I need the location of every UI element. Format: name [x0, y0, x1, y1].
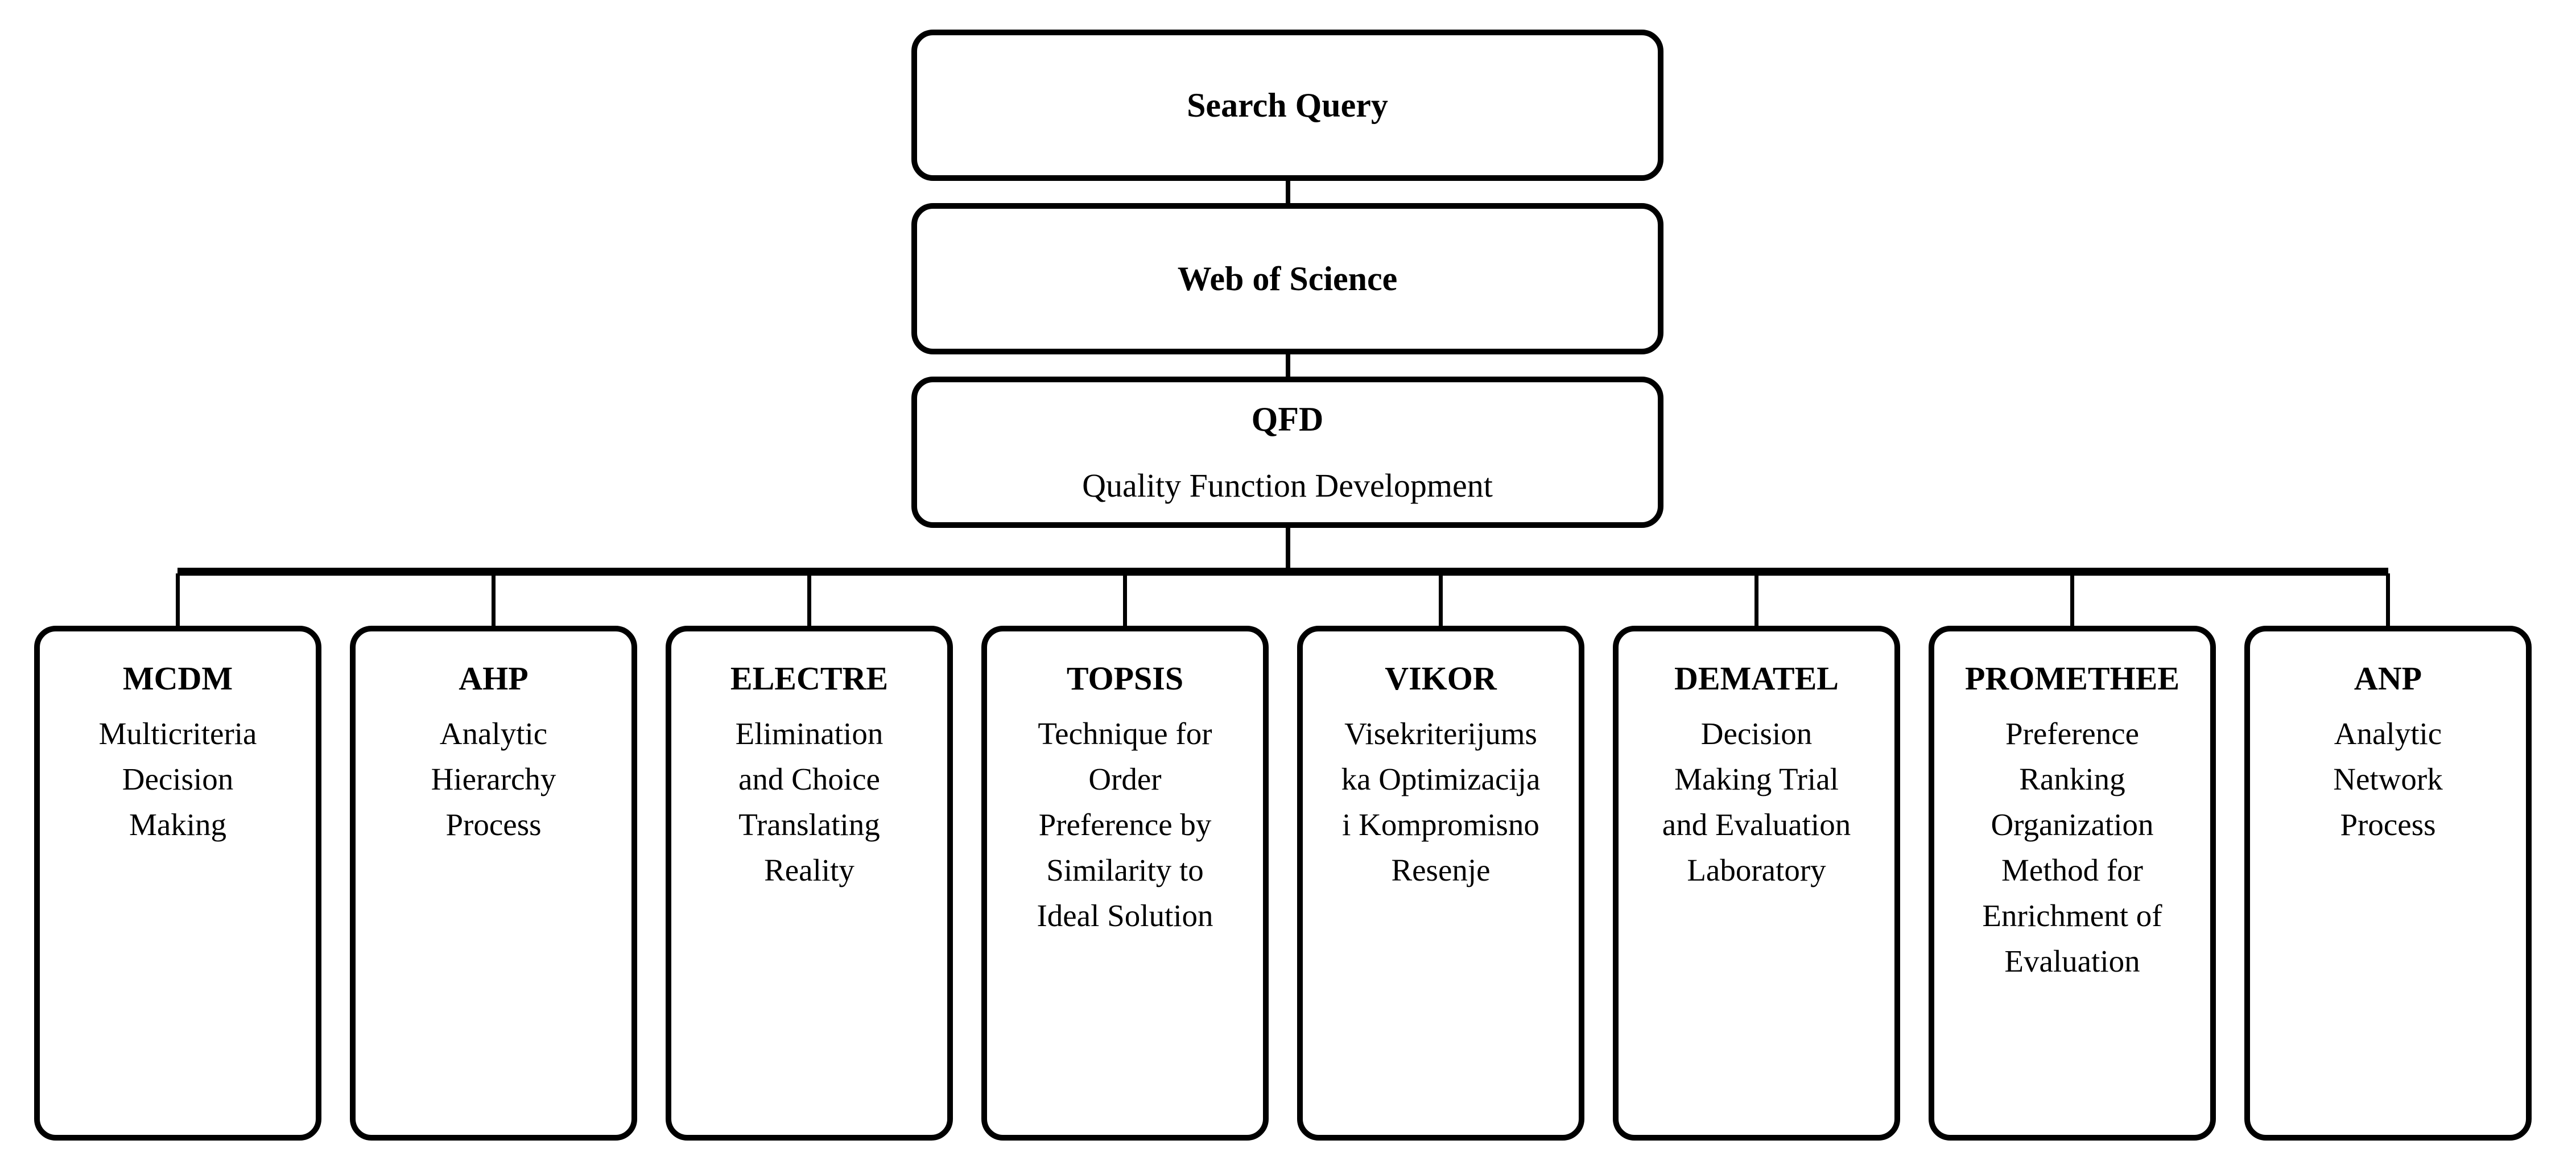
vikor-abbr-label: VIKOR — [1385, 660, 1497, 697]
dematel-full-label: Decision Making Trial and Evaluation Lab… — [1662, 716, 1851, 887]
connector-stub-topsis — [1123, 573, 1127, 626]
node-qfd: QFD Quality Function Development — [911, 377, 1663, 528]
connector-stub-mcdm — [176, 573, 180, 626]
node-mcdm: MCDM Multicriteria Decision Making — [34, 626, 321, 1141]
connector-stub-promethee — [2070, 573, 2074, 626]
ahp-full-label: Analytic Hierarchy Process — [431, 716, 556, 842]
promethee-full-label: Preference Ranking Organization Method f… — [1982, 716, 2162, 978]
anp-full-label: Analytic Network Process — [2333, 716, 2443, 842]
qfd-abbr-label: QFD — [1251, 400, 1324, 439]
topsis-abbr-label: TOPSIS — [1066, 660, 1184, 697]
node-search-query: Search Query — [911, 30, 1663, 181]
topsis-full-label: Technique for Order Preference by Simila… — [1037, 716, 1213, 933]
connector-stub-anp — [2386, 573, 2390, 626]
node-electre: ELECTRE Elimination and Choice Translati… — [666, 626, 953, 1141]
connector-stub-vikor — [1439, 573, 1443, 626]
connector-stub-ahp — [492, 573, 496, 626]
vikor-full-label: Visekriterijumska Optimizacija i Komprom… — [1341, 716, 1541, 887]
electre-abbr-label: ELECTRE — [730, 660, 889, 697]
web-of-science-label: Web of Science — [1177, 260, 1398, 298]
node-web-of-science: Web of Science — [911, 203, 1663, 354]
node-dematel: DEMATEL Decision Making Trial and Evalua… — [1613, 626, 1900, 1141]
search-query-label: Search Query — [1187, 86, 1388, 124]
connector-qfd-to-branch — [1286, 527, 1290, 569]
connector-wos-to-qfd — [1286, 353, 1290, 378]
ahp-abbr-label: AHP — [459, 660, 529, 697]
connector-branch-horizontal — [177, 568, 2388, 576]
mcdm-abbr-label: MCDM — [122, 660, 233, 697]
node-vikor: VIKOR Visekriterijumska Optimizacija i K… — [1297, 626, 1584, 1141]
qfd-full-label: Quality Function Development — [1082, 467, 1493, 505]
connector-search-to-wos — [1286, 180, 1290, 205]
node-anp: ANP Analytic Network Process — [2244, 626, 2532, 1141]
promethee-abbr-label: PROMETHEE — [1964, 660, 2180, 697]
node-topsis: TOPSIS Technique for Order Preference by… — [981, 626, 1269, 1141]
connector-stub-dematel — [1755, 573, 1758, 626]
mcdm-full-label: Multicriteria Decision Making — [98, 716, 257, 842]
methods-row: MCDM Multicriteria Decision Making AHP A… — [34, 626, 2532, 1141]
node-ahp: AHP Analytic Hierarchy Process — [350, 626, 637, 1141]
node-promethee: PROMETHEE Preference Ranking Organizatio… — [1929, 626, 2216, 1141]
electre-full-label: Elimination and Choice Translating Reali… — [735, 716, 884, 887]
anp-abbr-label: ANP — [2354, 660, 2422, 697]
connector-stub-electre — [807, 573, 811, 626]
dematel-abbr-label: DEMATEL — [1674, 660, 1839, 697]
